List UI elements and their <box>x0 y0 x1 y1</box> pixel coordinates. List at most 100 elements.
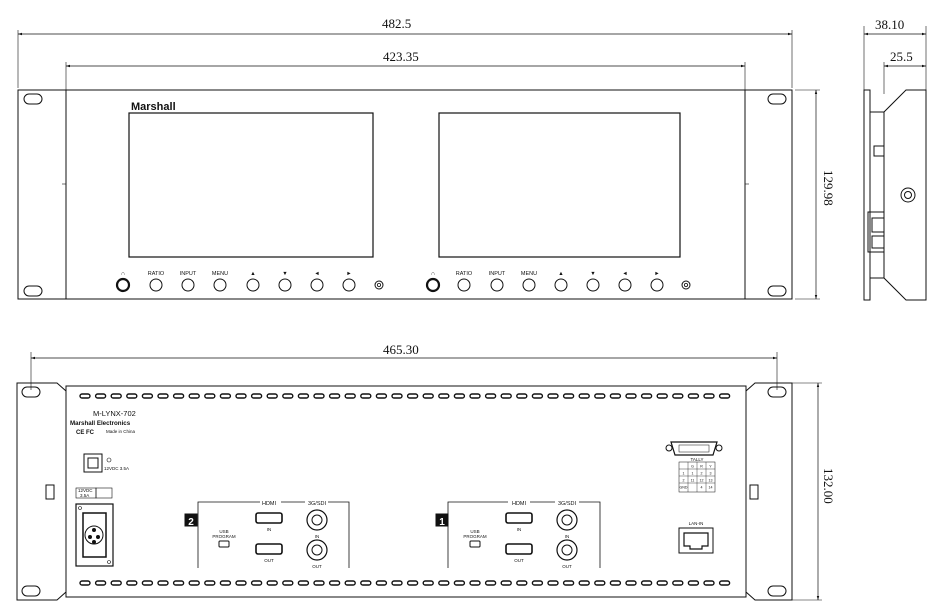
front-button-labels-right: ∩ RATIO INPUT MENU ▲ ▼ ◄ ► <box>431 271 660 277</box>
lan-label: LAN-IN <box>689 521 704 526</box>
vent-slot <box>344 580 356 586</box>
vent-slot <box>640 580 653 586</box>
channel-1-number: 1 <box>439 517 445 528</box>
dim-front-height: 129.98 <box>821 170 836 206</box>
mount-hole <box>21 386 41 398</box>
vent-slot <box>578 580 590 586</box>
vent-slot <box>344 393 356 399</box>
vent-slot <box>531 580 544 586</box>
tally-cell: 2 <box>701 472 703 476</box>
vent-slot <box>578 393 590 399</box>
vent-slot <box>204 580 216 586</box>
hdmi-label: HDMI <box>262 501 277 507</box>
side-front-plate <box>863 89 871 301</box>
vent-slot <box>625 580 637 586</box>
mount-hole <box>767 585 787 597</box>
xlr-rating-1: 12VDC <box>78 488 93 493</box>
menu-button <box>522 278 536 292</box>
right-arrow-icon: ► <box>346 271 351 277</box>
down-arrow-icon: ▼ <box>590 271 595 277</box>
vent-slot <box>204 393 216 399</box>
right-arrow-icon: ► <box>654 271 659 277</box>
vent-slot <box>406 580 419 586</box>
dc-jack <box>83 453 103 473</box>
tally-cell: 14 <box>709 486 713 490</box>
lan-port <box>678 527 714 554</box>
model-label: M-LYNX-702 <box>93 409 136 418</box>
vent-slot <box>328 580 341 586</box>
vent-slot <box>110 580 122 586</box>
power-button <box>681 280 691 290</box>
sdi-out-port <box>556 539 578 561</box>
tally-cell: G <box>691 465 694 469</box>
left-button <box>310 278 324 292</box>
xlr-rating-2: 3.5A <box>80 493 89 498</box>
rear-left-ear <box>16 382 67 601</box>
hdmi-out-label: OUT <box>514 558 524 563</box>
vent-slot <box>609 393 622 399</box>
label-input: INPUT <box>180 271 197 277</box>
hdmi-in-port <box>505 512 533 524</box>
vent-slot <box>266 580 278 586</box>
front-panel <box>65 89 746 300</box>
side-view <box>863 26 927 301</box>
vent-slot <box>126 393 138 399</box>
made-in-label: Made in China <box>106 429 136 434</box>
hdmi-in-label: IN <box>267 527 272 532</box>
vent-slot <box>687 580 700 586</box>
side-connector <box>873 145 885 157</box>
tally-cell: 3 <box>710 472 712 476</box>
mount-hole <box>767 386 787 398</box>
vent-slot <box>594 580 606 586</box>
vent-slot <box>375 580 388 586</box>
vent-slot <box>562 580 575 586</box>
vent-slot <box>126 580 138 586</box>
vent-slot <box>313 393 325 399</box>
up-button <box>246 278 260 292</box>
dim-rear-width: 465.30 <box>383 342 419 357</box>
vent-slot <box>547 580 559 586</box>
sdi-in-label: IN <box>565 534 570 539</box>
vent-slot <box>297 393 310 399</box>
tally-cell: 1 <box>683 472 685 476</box>
channel-2-badge <box>184 513 198 527</box>
rear-view <box>16 352 822 601</box>
vent-slot <box>375 393 388 399</box>
vent-slots-bottom <box>79 580 731 586</box>
vent-slot <box>422 393 434 399</box>
input-button <box>490 278 504 292</box>
sdi-in-port <box>306 509 328 531</box>
headphone-knob <box>425 277 441 293</box>
vent-slot <box>547 393 559 399</box>
dim-rear-height: 132.00 <box>821 468 836 504</box>
channel-2-number: 2 <box>188 517 194 528</box>
vent-slot <box>328 393 341 399</box>
rear-components <box>75 441 723 568</box>
tally-cell: R <box>700 465 703 469</box>
xlr-power-connector <box>75 503 114 567</box>
vent-slot <box>484 580 497 586</box>
label-menu: MENU <box>212 271 228 277</box>
vent-slot <box>360 393 372 399</box>
vent-slot <box>406 393 419 399</box>
vent-slot <box>656 580 668 586</box>
vent-slot <box>79 580 91 586</box>
vent-slot <box>656 393 668 399</box>
right-button <box>650 278 664 292</box>
io-panel-1-outline <box>447 501 601 568</box>
vent-slot <box>594 393 606 399</box>
label-ratio: RATIO <box>456 271 473 277</box>
vent-slot <box>625 393 637 399</box>
vent-slot <box>188 393 200 399</box>
headphone-icon: ∩ <box>121 271 125 277</box>
vent-slot <box>516 580 528 586</box>
mount-hole <box>21 585 41 597</box>
vent-slot <box>640 393 653 399</box>
right-button <box>342 278 356 292</box>
hdmi-in-label: IN <box>517 527 522 532</box>
tally-cell: 1 <box>692 472 694 476</box>
mount-hole <box>767 93 787 105</box>
vent-slot <box>313 580 325 586</box>
vent-slot <box>672 580 684 586</box>
